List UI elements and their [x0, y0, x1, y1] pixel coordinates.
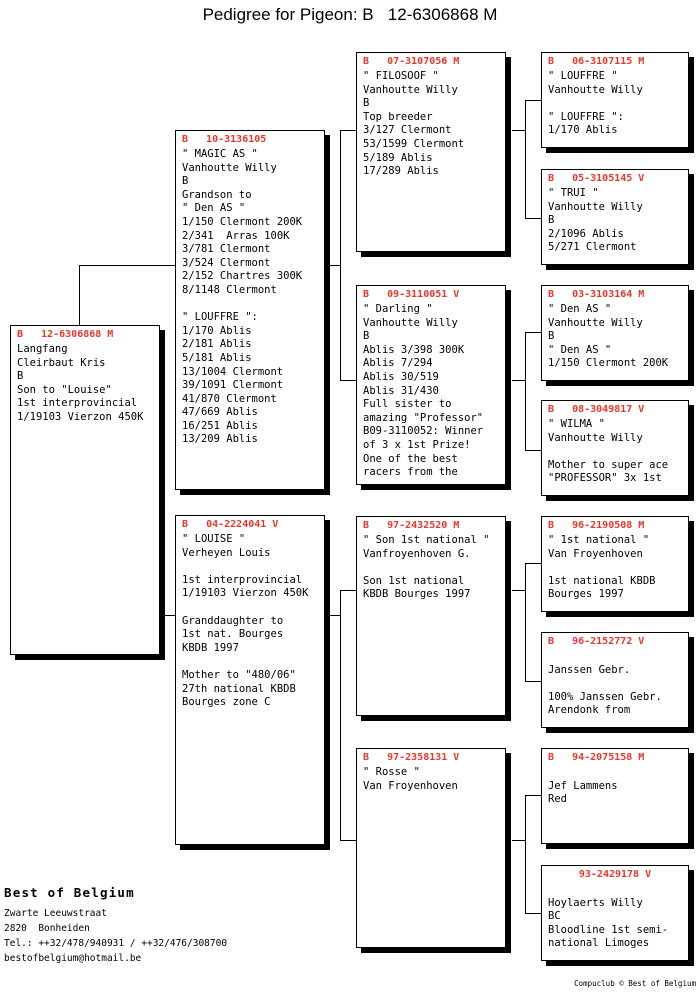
connector-to-paternal-granddam	[340, 380, 356, 381]
card-ggp4-id: B 08-3049817 V	[548, 404, 645, 415]
card-sire[interactable]: B 10-3136105 " MAGIC AS " Vanhoutte Will…	[175, 130, 325, 490]
card-ggp8-body: Hoylaerts Willy BC Bloodline 1st semi- n…	[548, 896, 669, 950]
card-maternal-grandsire-id: B 97-2432520 M	[363, 520, 460, 531]
card-paternal-granddam[interactable]: B 09-3110051 V " Darling " Vanhoutte Wil…	[356, 285, 506, 485]
card-ggp8[interactable]: 93-2429178 V Hoylaerts Willy BC Bloodlin…	[541, 865, 689, 961]
page-title: Pedigree for Pigeon: B 12-6306868 M	[202, 5, 498, 24]
card-maternal-granddam-id: B 97-2358131 V	[363, 752, 460, 763]
copyright-notice: Compuclub © Best of Belgium	[574, 979, 696, 988]
card-subject[interactable]: B 12-6306868 M Langfang Cleirbaut Kris B…	[10, 325, 160, 655]
card-ggp3-body: " Den AS " Vanhoutte Willy B " Den AS " …	[548, 303, 669, 370]
connector-sire-in	[330, 265, 340, 266]
connector-to-ggp1	[525, 100, 541, 101]
connector-to-maternal-grandsire	[340, 590, 356, 591]
card-paternal-grandsire-id: B 07-3107056 M	[363, 56, 460, 67]
card-ggp5-body: " 1st national " Van Froyenhoven 1st nat…	[548, 534, 656, 601]
connector-g3d-in	[512, 840, 525, 841]
card-paternal-grandsire[interactable]: B 07-3107056 M " FILOSOOF " Vanhoutte Wi…	[356, 52, 506, 252]
card-ggp5-id: B 96-2190508 M	[548, 520, 645, 531]
connector-g3b-in	[512, 380, 525, 381]
connector-to-ggp5	[525, 563, 541, 564]
connector-to-ggp3	[525, 332, 541, 333]
card-dam[interactable]: B 04-2224041 V " LOUISE " Verheyen Louis…	[175, 515, 325, 845]
card-ggp6[interactable]: B 96-2152772 V Janssen Gebr. 100% Jansse…	[541, 632, 689, 728]
card-ggp6-id: B 96-2152772 V	[548, 636, 645, 647]
footer-contact-lines: Zwarte Leeuwstraat 2820 Bonheiden Tel.: …	[4, 908, 228, 964]
card-paternal-grandsire-body: " FILOSOOF " Vanhoutte Willy B Top breed…	[363, 70, 465, 178]
footer-title: Best of Belgium	[4, 885, 135, 900]
connector-g3a-vertical	[525, 100, 526, 218]
card-ggp1-id: B 06-3107115 M	[548, 56, 645, 67]
connector-to-ggp8	[525, 913, 541, 914]
connector-dam-vertical	[340, 590, 341, 840]
card-ggp1[interactable]: B 06-3107115 M " LOUFFRE " Vanhoutte Wil…	[541, 52, 689, 148]
connector-to-ggp7	[525, 795, 541, 796]
card-maternal-granddam-body: " Rosse " Van Froyenhoven	[363, 766, 458, 792]
connector-to-maternal-granddam	[340, 840, 356, 841]
card-ggp2-id: B 05-3105145 V	[548, 173, 645, 184]
connector-to-ggp4	[525, 450, 541, 451]
card-ggp7-body: Jef Lammens Red	[548, 779, 618, 806]
card-sire-body: " MAGIC AS " Vanhoutte Willy B Grandson …	[182, 148, 303, 446]
connector-to-ggp2	[525, 218, 541, 219]
connector-g3c-vertical	[525, 563, 526, 681]
connector-to-ggp6	[525, 681, 541, 682]
card-ggp7-id: B 94-2075158 M	[548, 752, 645, 763]
card-ggp6-body: Janssen Gebr. 100% Janssen Gebr. Arendon…	[548, 663, 662, 717]
card-paternal-granddam-id: B 09-3110051 V	[363, 289, 460, 300]
card-subject-body: Langfang Cleirbaut Kris B Son to "Louise…	[17, 343, 144, 423]
card-ggp4-body: " WILMA " Vanhoutte Willy Mother to supe…	[548, 418, 669, 485]
card-subject-id: B 12-6306868 M	[17, 329, 114, 340]
card-ggp3-id: B 03-3103164 M	[548, 289, 645, 300]
connector-sire-vertical	[340, 130, 341, 380]
card-maternal-grandsire-body: " Son 1st national " Vanfroyenhoven G. S…	[363, 534, 490, 601]
footer: Best of Belgium Zwarte Leeuwstraat 2820 …	[4, 885, 364, 966]
connector-to-paternal-grandsire	[340, 130, 356, 131]
connector-dam-in	[330, 615, 340, 616]
connector-g3d-vertical	[525, 795, 526, 913]
card-ggp4[interactable]: B 08-3049817 V " WILMA " Vanhoutte Willy…	[541, 400, 689, 496]
card-paternal-granddam-body: " Darling " Vanhoutte Willy B Ablis 3/39…	[363, 303, 484, 479]
connector-g3b-vertical	[525, 332, 526, 450]
card-sire-id: B 10-3136105	[182, 134, 267, 145]
card-maternal-granddam[interactable]: B 97-2358131 V " Rosse " Van Froyenhoven	[356, 748, 506, 948]
card-ggp5[interactable]: B 96-2190508 M " 1st national " Van Froy…	[541, 516, 689, 612]
card-ggp8-id: 93-2429178 V	[578, 869, 652, 880]
card-dam-id: B 04-2224041 V	[182, 519, 279, 530]
card-maternal-grandsire[interactable]: B 97-2432520 M " Son 1st national " Vanf…	[356, 516, 506, 716]
card-ggp1-body: " LOUFFRE " Vanhoutte Willy " LOUFFRE ":…	[548, 70, 643, 137]
connector-to-sire	[79, 265, 175, 266]
connector-g3a-in	[512, 130, 525, 131]
card-dam-body: " LOUISE " Verheyen Louis 1st interprovi…	[182, 533, 309, 709]
card-ggp3[interactable]: B 03-3103164 M " Den AS " Vanhoutte Will…	[541, 285, 689, 381]
card-ggp2[interactable]: B 05-3105145 V " TRUI " Vanhoutte Willy …	[541, 169, 689, 265]
card-ggp7[interactable]: B 94-2075158 M Jef Lammens Red	[541, 748, 689, 844]
connector-g3c-in	[512, 590, 525, 591]
card-ggp2-body: " TRUI " Vanhoutte Willy B 2/1096 Ablis …	[548, 187, 643, 254]
